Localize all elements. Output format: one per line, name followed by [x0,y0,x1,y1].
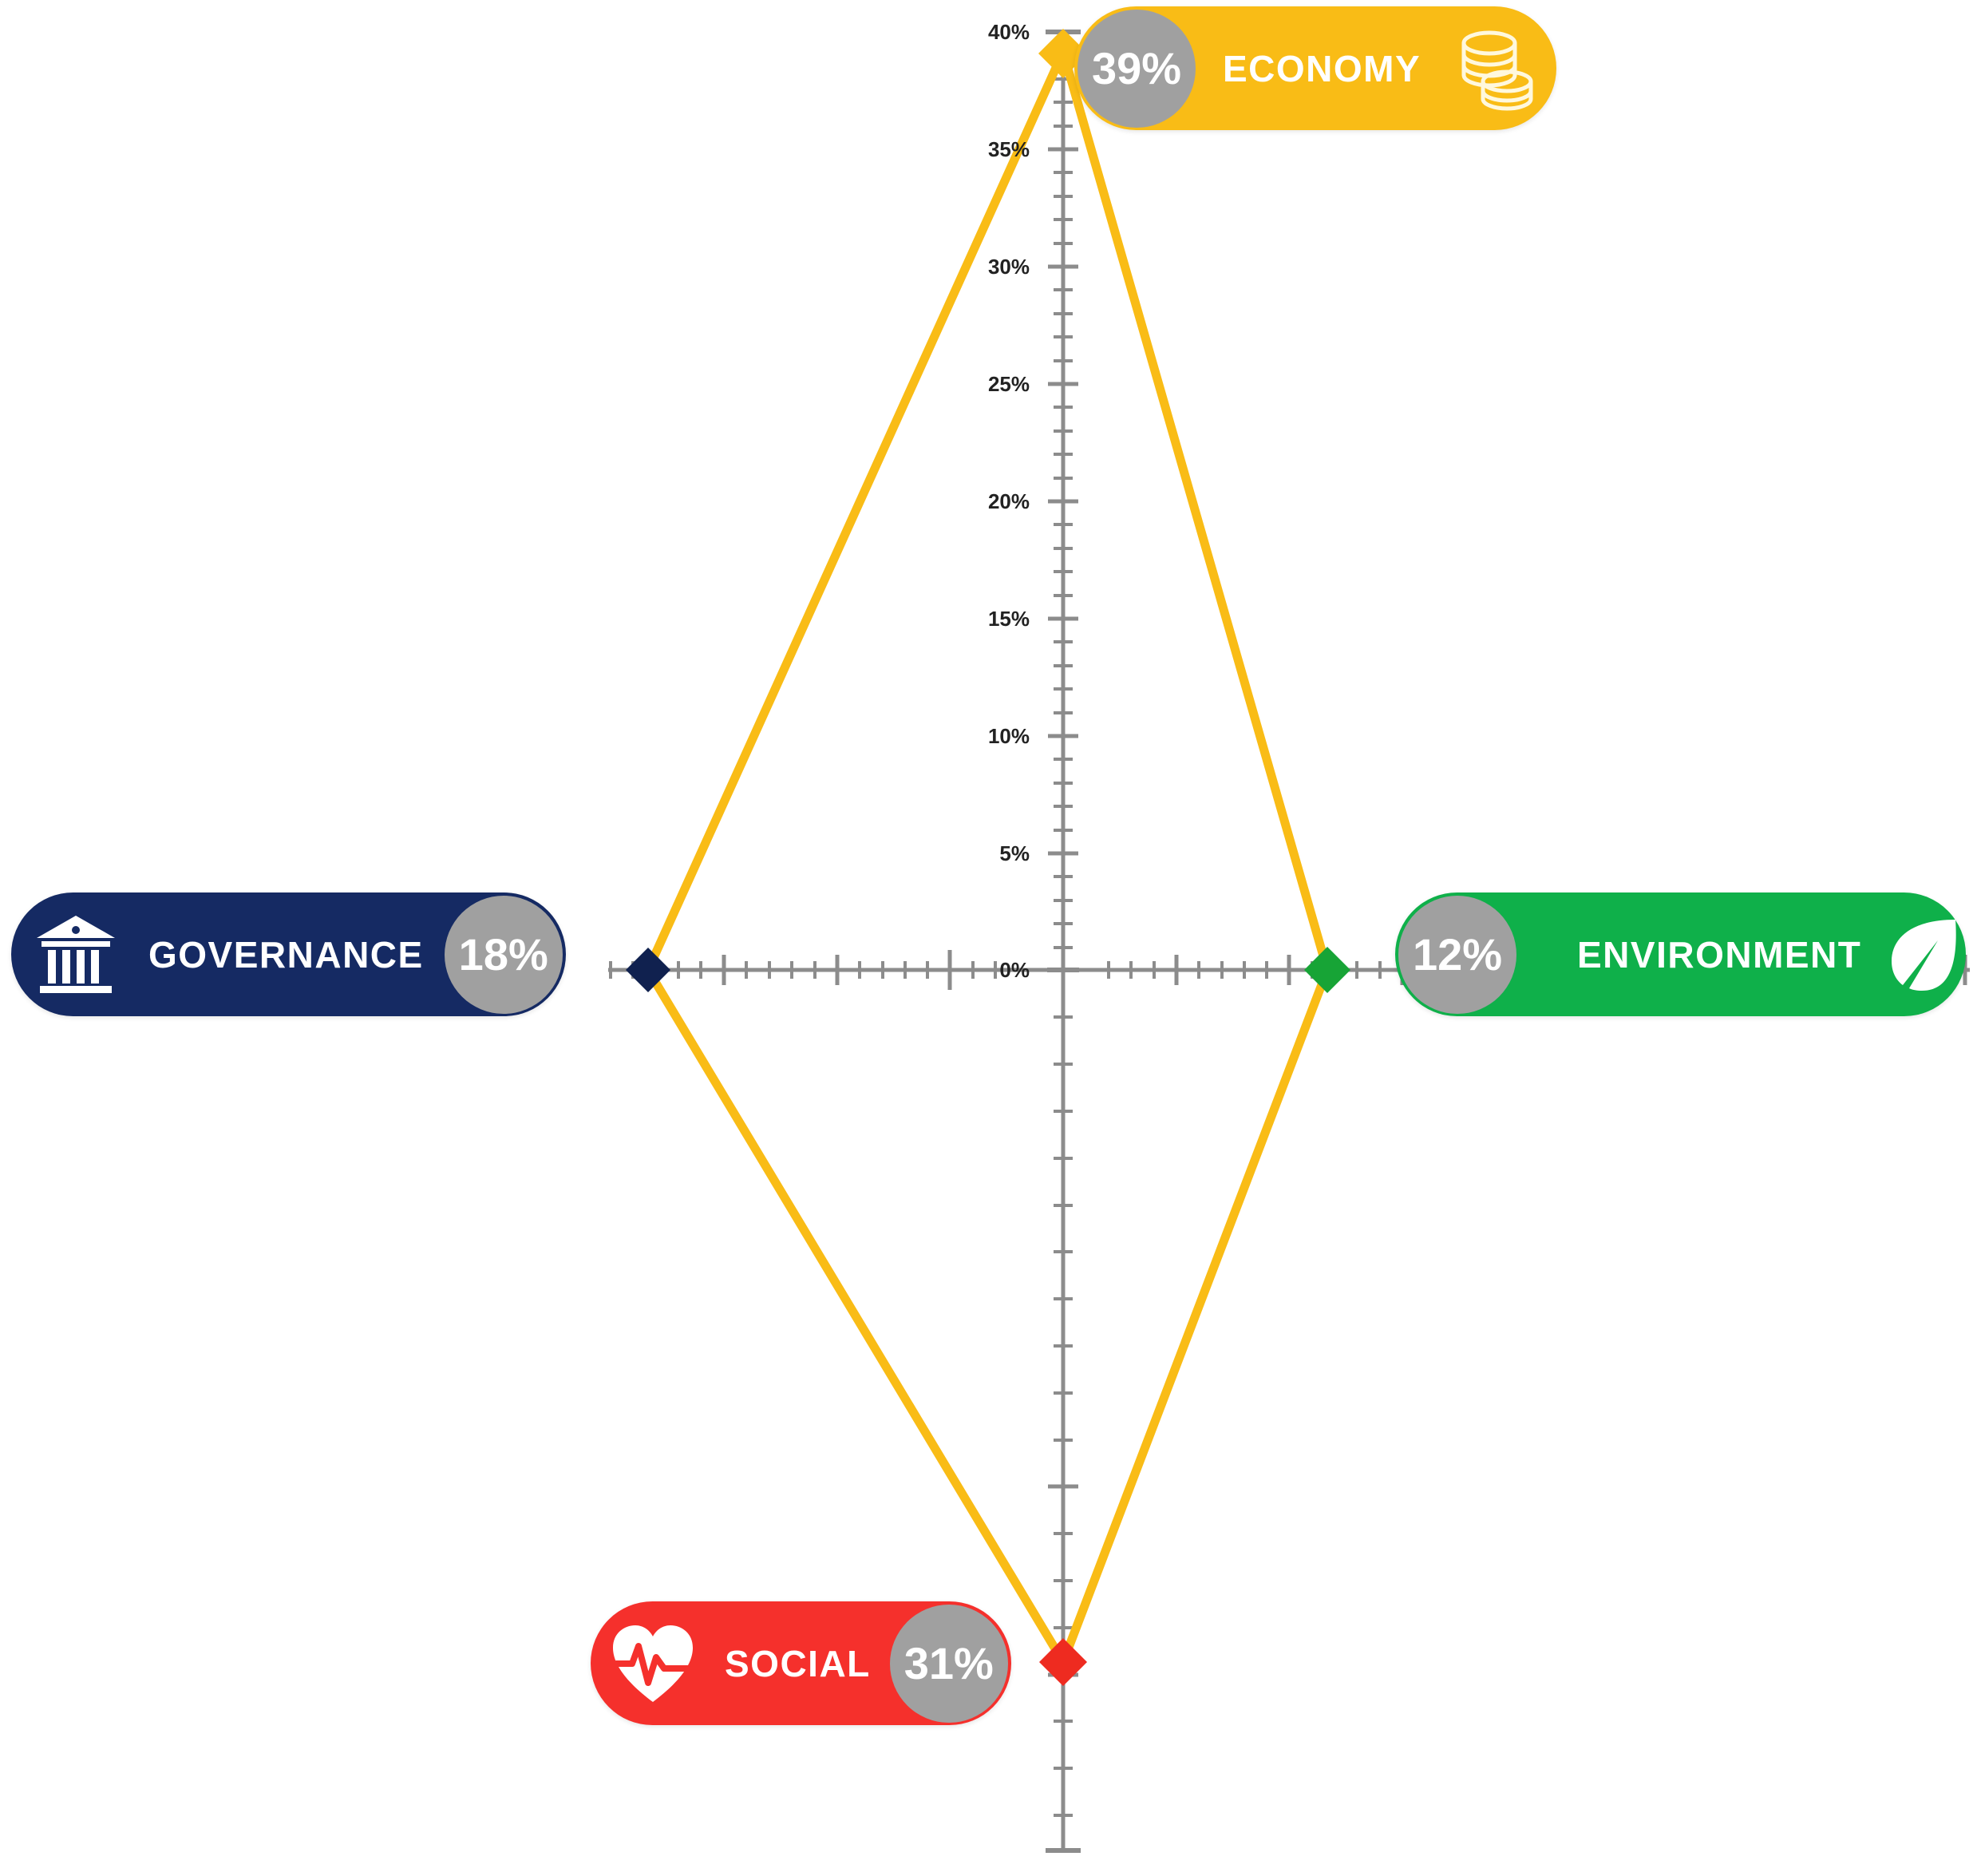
percent-circle-economy: 39% [1077,9,1196,128]
badge-social[interactable]: SOCIAL 31% [591,1601,1011,1725]
badge-label-social: SOCIAL [725,1642,871,1684]
y-tick-label-30: 30% [987,255,1030,279]
badge-label-economy: ECONOMY [1223,47,1421,89]
bank-building-icon [32,912,120,997]
y-tick-label-15: 15% [987,607,1030,631]
data-point-governance[interactable] [626,948,670,992]
percent-value-economy: 39% [1091,43,1182,93]
y-tick-label-0: 0% [999,958,1030,982]
badge-label-environment: ENVIRONMENT [1577,933,1862,976]
heart-pulse-icon [608,1622,698,1705]
y-tick-label-25: 25% [987,372,1030,396]
y-tick-label-10: 10% [987,724,1030,748]
badge-label-governance: GOVERNANCE [148,933,424,976]
percent-value-social: 31% [903,1638,994,1688]
badge-governance[interactable]: GOVERNANCE 18% [11,892,566,1016]
percent-circle-social: 31% [889,1604,1008,1723]
percent-value-governance: 18% [458,929,548,980]
data-point-social[interactable] [1039,1638,1087,1686]
y-tick-label-5: 5% [999,841,1030,865]
leaf-icon [1879,912,1965,998]
coins-icon [1445,26,1539,112]
percent-value-environment: 12% [1412,929,1503,980]
y-tick-label-20: 20% [987,489,1030,513]
y-tick-label-35: 35% [987,137,1030,161]
badge-environment[interactable]: 12% ENVIRONMENT [1395,892,1966,1016]
data-point-environment[interactable] [1304,947,1350,993]
percent-circle-environment: 12% [1398,895,1516,1014]
badge-economy[interactable]: 39% ECONOMY [1074,6,1557,130]
percent-circle-governance: 18% [444,895,563,1014]
y-tick-label-40: 40% [987,20,1030,44]
